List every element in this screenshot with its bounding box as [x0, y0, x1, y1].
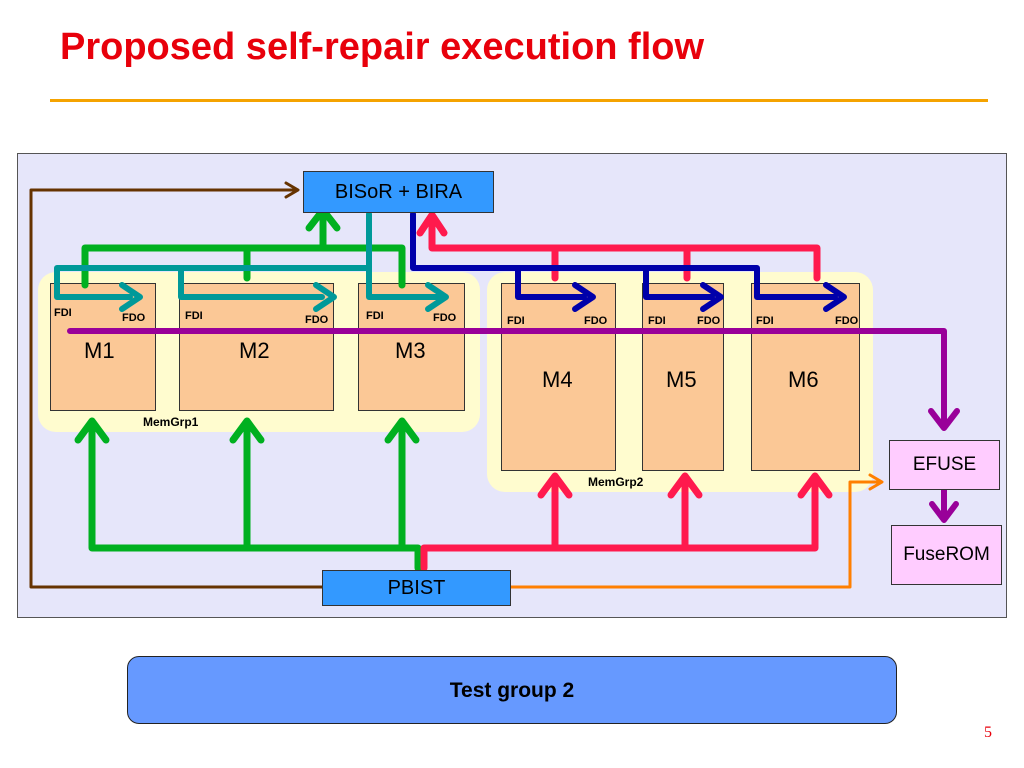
- page-number: 5: [984, 724, 992, 741]
- m1-fdo-label: FDO: [122, 312, 146, 324]
- m4-fdi-label: FDI: [507, 315, 525, 327]
- pbist-block: PBIST: [322, 570, 511, 606]
- m6-fdi-label: FDI: [756, 315, 774, 327]
- bisor-bira-label: BISoR + BIRA: [334, 181, 463, 203]
- efuse-label: EFUSE: [912, 454, 977, 475]
- memory-m2-label: M2: [239, 338, 270, 363]
- memgrp2-label: MemGrp2: [588, 475, 644, 489]
- fuserom-label: FuseROM: [903, 544, 990, 565]
- m5-fdi-label: FDI: [648, 315, 666, 327]
- memory-m1-label: M1: [84, 338, 115, 363]
- slide-title: Proposed self-repair execution flow: [60, 26, 705, 68]
- efuse-block: EFUSE: [889, 440, 1000, 490]
- m3-fdi-label: FDI: [366, 310, 384, 322]
- test-group-2-button[interactable]: Test group 2: [127, 656, 897, 724]
- memory-m6-label: M6: [788, 367, 819, 392]
- m2-fdi-label: FDI: [185, 310, 203, 322]
- m5-fdo-label: FDO: [697, 315, 721, 327]
- m6-fdo-label: FDO: [835, 315, 859, 327]
- fuserom-block: FuseROM: [891, 525, 1002, 585]
- memory-m3-label: M3: [395, 338, 426, 363]
- bisor-bira-block: BISoR + BIRA: [303, 171, 494, 213]
- m3-fdo-label: FDO: [433, 312, 457, 324]
- memgrp1-label: MemGrp1: [143, 415, 199, 429]
- memory-m5-label: M5: [666, 367, 697, 392]
- m4-fdo-label: FDO: [584, 315, 608, 327]
- title-divider: [50, 99, 988, 102]
- m2-fdo-label: FDO: [305, 314, 329, 326]
- m1-fdi-label: FDI: [54, 307, 72, 319]
- pbist-label: PBIST: [387, 577, 446, 599]
- memory-m4-label: M4: [542, 367, 573, 392]
